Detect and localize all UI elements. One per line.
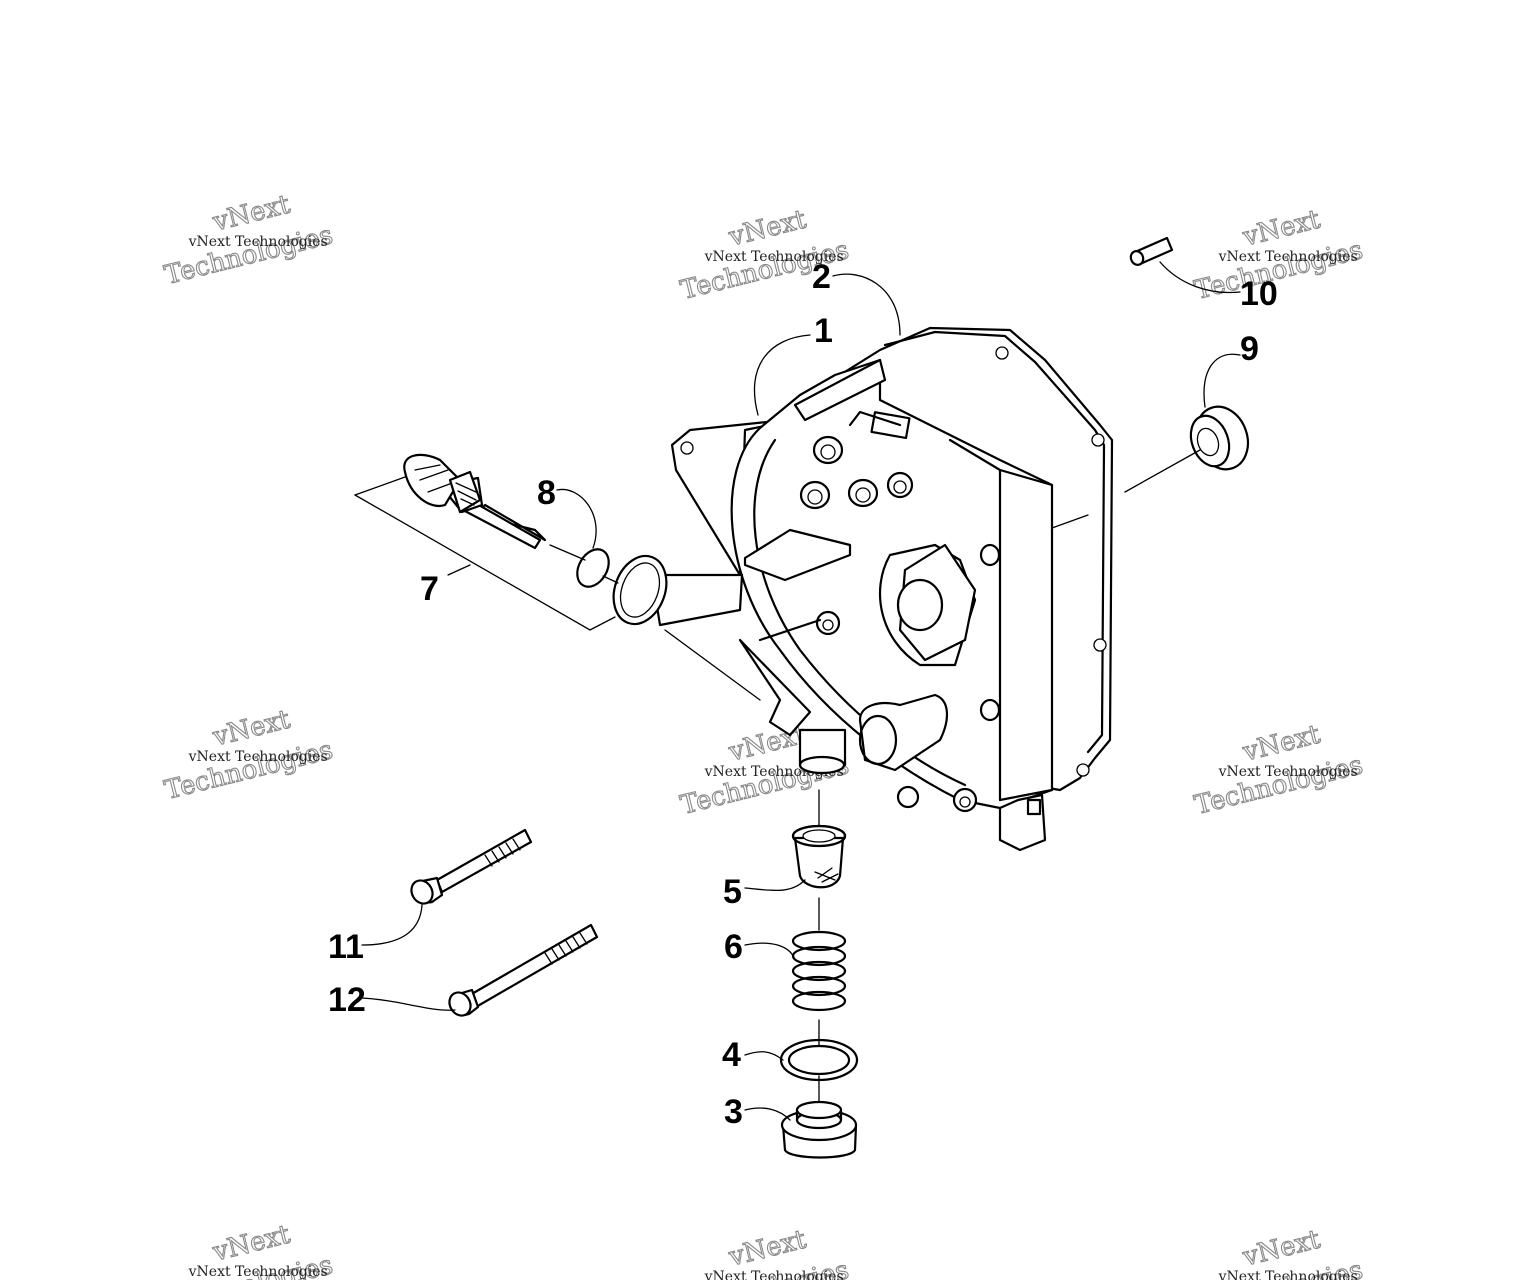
watermark-mid-right: vNext Technologies vNext Technologies: [1191, 719, 1366, 822]
svg-text:vNext: vNext: [209, 1219, 293, 1267]
part-12-bolt: [448, 923, 599, 1017]
svg-text:vNext Technologies: vNext Technologies: [1218, 1269, 1358, 1280]
svg-text:vNext Technologies: vNext Technologies: [1218, 249, 1358, 265]
callout-5: 5: [723, 873, 742, 911]
svg-text:vNext Technologies: vNext Technologies: [704, 249, 844, 265]
svg-text:vNext Technologies: vNext Technologies: [188, 749, 328, 765]
svg-text:vNext: vNext: [1239, 719, 1323, 767]
callout-8: 8: [537, 474, 556, 512]
watermark-bottom-right: vNext Technologies vNext Technologies: [1191, 1224, 1366, 1280]
svg-text:vNext: vNext: [725, 204, 809, 252]
leader-lines: [354, 261, 1241, 1121]
watermark-bottom-left: vNext Technologies vNext Technologies: [161, 1219, 336, 1280]
part-6-spring: [791, 930, 847, 1012]
svg-text:vNext: vNext: [1239, 204, 1323, 252]
callout-9: 9: [1240, 330, 1259, 368]
part-3-drain-plug: [780, 1100, 858, 1159]
watermark-bottom-center: vNext Technologies vNext Technologies: [677, 1224, 852, 1280]
part-11-bolt: [410, 828, 533, 905]
svg-text:vNext: vNext: [1239, 1224, 1323, 1272]
svg-text:vNext: vNext: [209, 704, 293, 752]
svg-text:vNext: vNext: [209, 189, 293, 237]
watermark-top-left: vNext Technologies vNext Technologies: [161, 189, 336, 292]
callout-2: 2: [812, 258, 831, 296]
callout-10: 10: [1240, 275, 1278, 313]
watermarks: vNext Technologies vNext Technologies vN…: [161, 189, 1366, 1280]
callout-7: 7: [420, 570, 439, 608]
part-8-o-ring: [576, 548, 610, 588]
part-10-dowel-pin: [1129, 236, 1174, 266]
callout-1: 1: [814, 312, 833, 350]
svg-text:Technologies: Technologies: [1192, 235, 1366, 306]
callout-6: 6: [724, 928, 743, 966]
svg-text:vNext: vNext: [725, 1224, 809, 1272]
part-1-housing: [612, 358, 1054, 852]
part-5-strainer: [791, 824, 847, 889]
svg-text:vNext Technologies: vNext Technologies: [704, 1269, 844, 1280]
svg-text:vNext Technologies: vNext Technologies: [1218, 764, 1358, 780]
svg-text:Technologies: Technologies: [162, 735, 336, 806]
callout-3: 3: [724, 1093, 743, 1131]
part-9-bearing: [1189, 405, 1250, 471]
callout-4: 4: [722, 1036, 741, 1074]
svg-text:vNext Technologies: vNext Technologies: [188, 234, 328, 250]
svg-text:Technologies: Technologies: [1192, 750, 1366, 821]
part-7-dipstick: [403, 453, 547, 550]
watermark-mid-left: vNext Technologies vNext Technologies: [161, 704, 336, 807]
svg-text:vNext Technologies: vNext Technologies: [188, 1264, 328, 1280]
callout-11: 11: [328, 928, 364, 966]
svg-text:Technologies: Technologies: [162, 220, 336, 291]
callout-12: 12: [328, 981, 366, 1019]
part-4-gasket: [779, 1038, 859, 1082]
callouts: 1 2 3 4 5 6 7 8 9 10 11 12: [328, 258, 1278, 1131]
